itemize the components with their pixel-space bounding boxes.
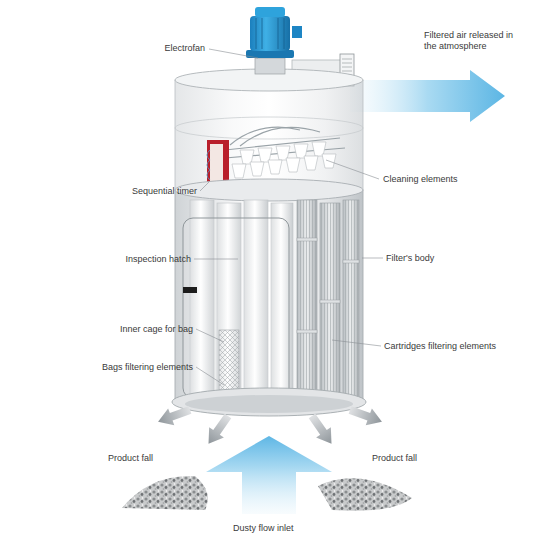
part-label: Inspection hatch [125, 254, 191, 265]
leader-lines [194, 49, 383, 385]
part-label: Sequential timer [132, 186, 197, 197]
part-label: Dusty flow inlet [233, 523, 294, 534]
part-label: Product fall [372, 453, 417, 464]
part-label: Electrofan [164, 43, 205, 54]
part-label: Cleaning elements [383, 174, 458, 185]
part-label: Filtered air released in the atmosphere [424, 30, 520, 52]
part-label: Cartridges filtering elements [384, 341, 496, 352]
part-label: Bags filtering elements [102, 362, 193, 373]
part-label: Inner cage for bag [120, 324, 193, 335]
part-label: Product fall [108, 453, 153, 464]
part-label: Filter's body [386, 253, 434, 264]
